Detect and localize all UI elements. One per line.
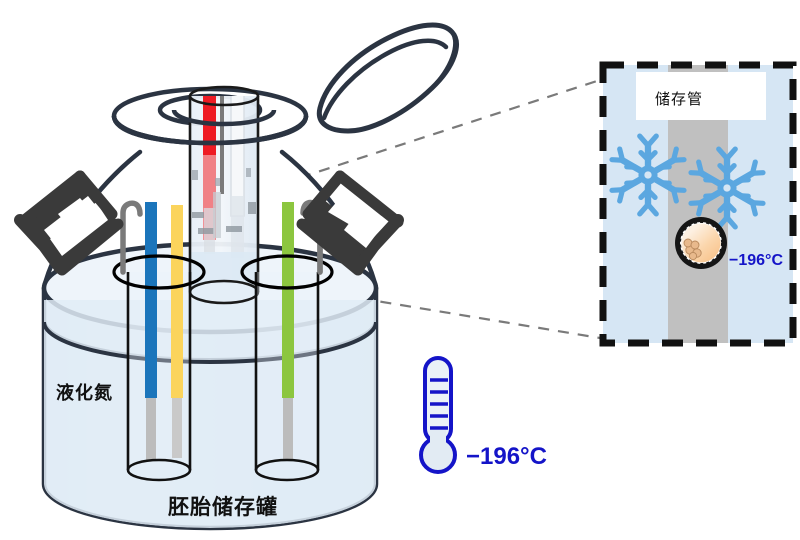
hook-left[interactable] bbox=[120, 200, 143, 275]
dashed-connector-bottom bbox=[261, 280, 601, 340]
tank-name-label: 胚胎储存罐 bbox=[168, 496, 278, 519]
inner-cell-mass bbox=[683, 238, 702, 261]
tank-lid[interactable] bbox=[316, 22, 459, 134]
snowflake-right bbox=[688, 146, 766, 230]
embryo-icon bbox=[675, 217, 727, 269]
left-canister[interactable] bbox=[112, 202, 206, 482]
center-canister[interactable] bbox=[111, 2, 309, 305]
temperature-inset-label: −196°C bbox=[729, 252, 783, 269]
right-canister[interactable] bbox=[240, 202, 334, 482]
straw-yellow bbox=[171, 205, 183, 398]
straw-blue bbox=[145, 202, 157, 398]
right-handle[interactable] bbox=[296, 170, 404, 276]
left-handle[interactable] bbox=[14, 170, 124, 276]
straw-white bbox=[230, 96, 245, 217]
inset-panel bbox=[599, 61, 797, 347]
temperature-main-label: −196°C bbox=[466, 443, 547, 470]
liquid-nitrogen-label: 液化氮 bbox=[56, 383, 113, 403]
inset-dashed-border bbox=[599, 61, 797, 347]
probe-rod bbox=[220, 96, 224, 194]
dashed-connector-top bbox=[261, 78, 601, 192]
inset-title-plate bbox=[636, 72, 766, 120]
straw-green bbox=[282, 202, 294, 398]
thermometer-icon bbox=[419, 356, 457, 474]
inset-title-label: 储存管 bbox=[655, 91, 704, 108]
snowflake-left bbox=[609, 133, 687, 217]
